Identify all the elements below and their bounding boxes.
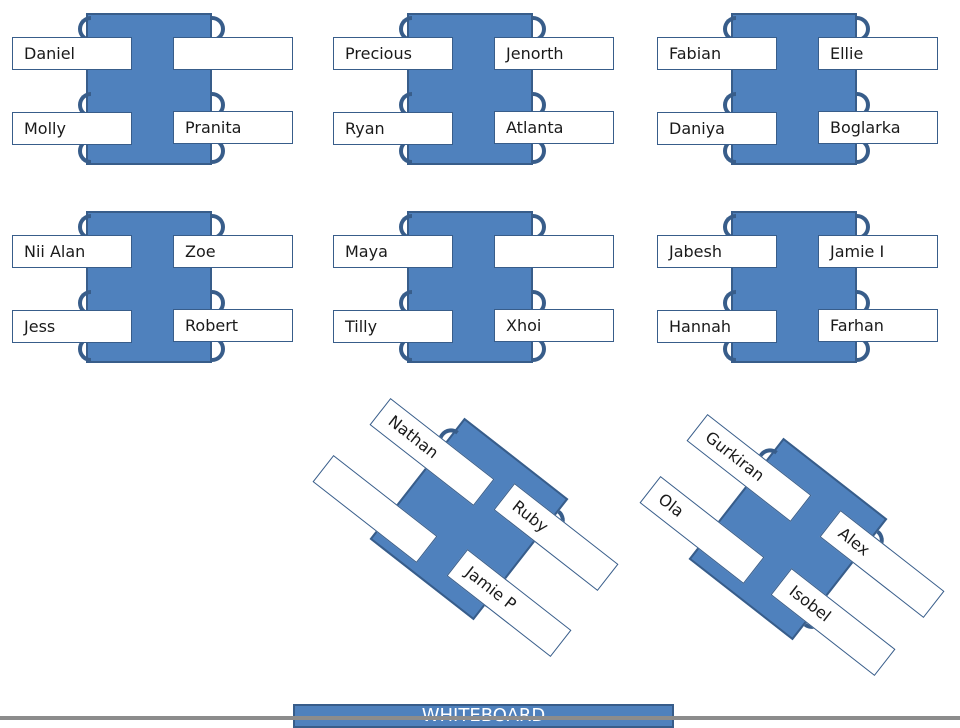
name-card: Boglarka: [818, 111, 938, 144]
bottom-edge-divider: [0, 716, 960, 720]
name-card: Robert: [173, 309, 293, 342]
name-card: Precious: [333, 37, 453, 70]
name-card: Jamie I: [818, 235, 938, 268]
name-card: Hannah: [657, 310, 777, 343]
name-card: Fabian: [657, 37, 777, 70]
name-card-empty: [173, 37, 293, 70]
name-card: Farhan: [818, 309, 938, 342]
name-card: Ellie: [818, 37, 938, 70]
table-4: Nii Alan Zoe Jess Robert: [12, 208, 302, 368]
name-card: Daniel: [12, 37, 132, 70]
name-card: Daniya: [657, 112, 777, 145]
name-card: Jess: [12, 310, 132, 343]
name-card: Jabesh: [657, 235, 777, 268]
name-card: Xhoi: [494, 309, 614, 342]
name-card-empty: [494, 235, 614, 268]
table-6: Jabesh Jamie I Hannah Farhan: [657, 208, 947, 368]
name-card: Zoe: [173, 235, 293, 268]
table-1: Daniel Molly Pranita: [12, 10, 302, 170]
table-3: Fabian Ellie Daniya Boglarka: [657, 10, 947, 170]
table-2: Precious Jenorth Ryan Atlanta: [333, 10, 623, 170]
name-card: Atlanta: [494, 111, 614, 144]
table-5: Maya Tilly Xhoi: [333, 208, 623, 368]
name-card: Pranita: [173, 111, 293, 144]
name-card: Nii Alan: [12, 235, 132, 268]
name-card: Maya: [333, 235, 453, 268]
name-card: Ryan: [333, 112, 453, 145]
name-card: Tilly: [333, 310, 453, 343]
name-card: Molly: [12, 112, 132, 145]
name-card: Jenorth: [494, 37, 614, 70]
